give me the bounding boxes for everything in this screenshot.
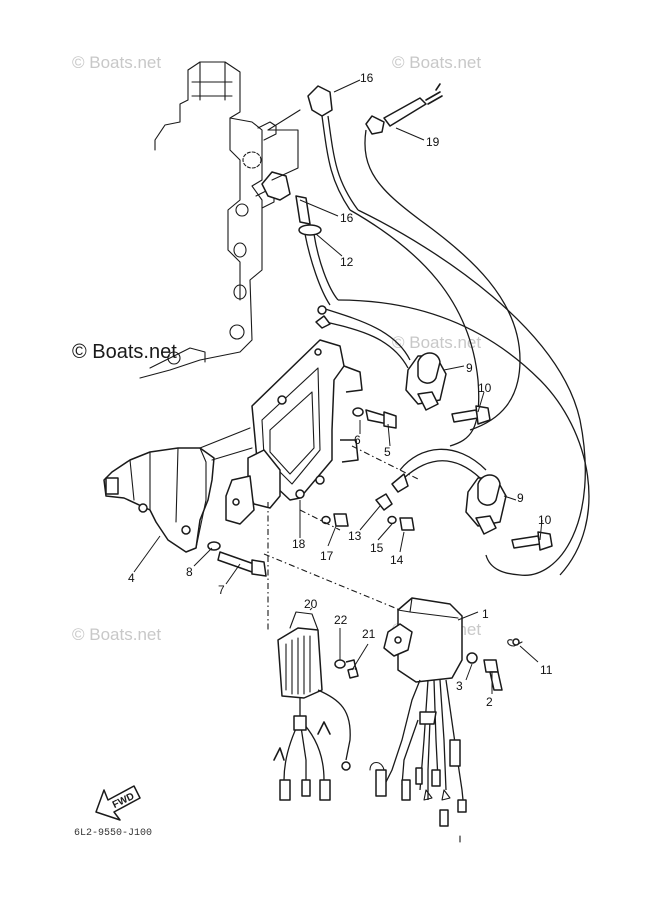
part-number-3: 3 bbox=[456, 679, 463, 693]
plug-cap-lower bbox=[261, 171, 291, 201]
part-numbers: 16 19 16 12 9 10 6 5 9 10 4 8 7 18 17 13… bbox=[128, 71, 553, 709]
part-number-8: 8 bbox=[186, 565, 193, 579]
part-number-2: 2 bbox=[486, 695, 493, 709]
rectifier-regulator bbox=[273, 611, 359, 801]
part-number-4: 4 bbox=[128, 571, 135, 585]
part-number-14: 14 bbox=[390, 553, 404, 567]
part-number-16-upper: 16 bbox=[360, 71, 374, 85]
part-number-6: 6 bbox=[354, 433, 361, 447]
grommet bbox=[298, 224, 322, 236]
stop-switch-lead bbox=[364, 83, 521, 431]
ignition-coil-lower bbox=[391, 448, 553, 551]
watermark-top-left: © Boats.net bbox=[72, 53, 161, 72]
bolt-part-7 bbox=[207, 541, 267, 577]
leader-lines bbox=[133, 79, 543, 694]
reference-lines bbox=[263, 445, 421, 630]
plug-cap-upper bbox=[307, 85, 333, 117]
part-number-18: 18 bbox=[292, 537, 306, 551]
part-number-10-upper: 10 bbox=[478, 381, 492, 395]
copyright-label: © Boats.net bbox=[72, 341, 177, 363]
part-number-12: 12 bbox=[340, 255, 354, 269]
part-number-11: 11 bbox=[540, 663, 553, 677]
fasteners-center bbox=[321, 407, 415, 531]
part-number-13: 13 bbox=[348, 529, 362, 543]
forward-arrow: FWD bbox=[95, 785, 141, 821]
part-number-9-lower: 9 bbox=[517, 491, 524, 505]
high-tension-leads bbox=[337, 209, 590, 576]
part-number-21: 21 bbox=[362, 627, 376, 641]
part-number-19: 19 bbox=[426, 135, 440, 149]
sub-bracket bbox=[225, 449, 281, 525]
cdi-harness bbox=[369, 679, 467, 843]
part-number-22: 22 bbox=[334, 613, 348, 627]
bracket-part-4 bbox=[103, 427, 253, 553]
part-number-17: 17 bbox=[320, 549, 334, 563]
fwd-label: FWD bbox=[111, 791, 136, 811]
part-number-7: 7 bbox=[218, 583, 225, 597]
engine-block-outline bbox=[139, 61, 277, 379]
cdi-unit bbox=[383, 597, 523, 691]
watermark-bottom-left: © Boats.net bbox=[72, 625, 161, 644]
part-number-5: 5 bbox=[384, 445, 391, 459]
part-number-10-lower: 10 bbox=[538, 513, 552, 527]
part-number-20: 20 bbox=[304, 597, 318, 611]
part-number-16-lower: 16 bbox=[340, 211, 354, 225]
diagram-code: 6L2-9550-J100 bbox=[74, 828, 152, 839]
part-number-9-upper: 9 bbox=[466, 361, 473, 375]
watermark-top-right: © Boats.net bbox=[392, 53, 481, 72]
part-number-15: 15 bbox=[370, 541, 384, 555]
part-number-1: 1 bbox=[482, 607, 489, 621]
watermarks: © Boats.net © Boats.net © Boats.net © Bo… bbox=[72, 53, 481, 644]
watermark-mid-right: © Boats.net bbox=[392, 333, 481, 352]
ignition-coil-upper bbox=[315, 305, 491, 425]
spark-plug-caps bbox=[261, 85, 359, 306]
